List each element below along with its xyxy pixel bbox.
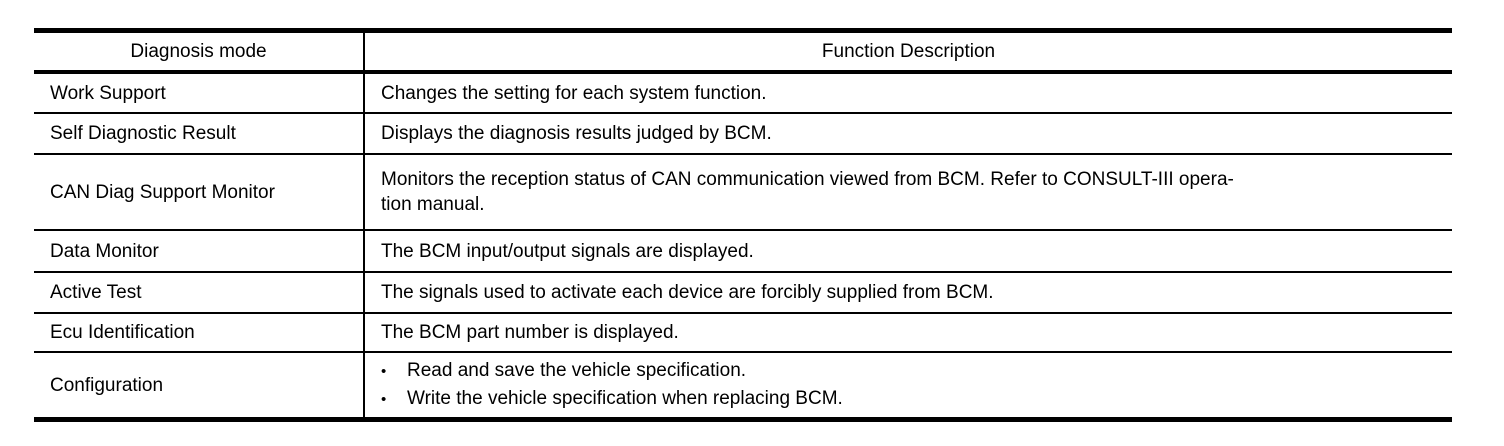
function-description-cell: The signals used to activate each device… (364, 272, 1452, 314)
function-description-cell: • Read and save the vehicle specificatio… (364, 352, 1452, 420)
function-description-cell: Changes the setting for each system func… (364, 72, 1452, 114)
bullet-item: • Write the vehicle specification when r… (381, 386, 1436, 412)
column-header-function-description: Function Description (364, 30, 1452, 74)
diagnosis-mode-cell: Work Support (34, 72, 365, 114)
column-header-diagnosis-mode: Diagnosis mode (34, 30, 365, 74)
diagnosis-mode-table: Diagnosis mode Function Description Work… (34, 28, 1452, 422)
table-row-can-diag-support-monitor: CAN Diag Support Monitor Monitors the re… (34, 154, 1452, 231)
bullet-list: • Read and save the vehicle specificatio… (381, 358, 1436, 412)
table-row-data-monitor: Data Monitor The BCM input/output signal… (34, 230, 1452, 273)
table-row-configuration: Configuration • Read and save the vehicl… (34, 352, 1452, 420)
table-row-self-diagnostic-result: Self Diagnostic Result Displays the diag… (34, 113, 1452, 155)
function-description-cell: The BCM input/output signals are display… (364, 230, 1452, 273)
diagnosis-mode-cell: Configuration (34, 352, 365, 420)
table-header-row: Diagnosis mode Function Description (34, 30, 1452, 74)
table-row-ecu-identification: Ecu Identification The BCM part number i… (34, 313, 1452, 353)
table-row-active-test: Active Test The signals used to activate… (34, 272, 1452, 314)
bullet-text: Read and save the vehicle specification. (407, 360, 747, 381)
function-description-cell: Displays the diagnosis results judged by… (364, 113, 1452, 155)
bullet-text: Write the vehicle specification when rep… (407, 388, 843, 409)
diagnosis-mode-cell: CAN Diag Support Monitor (34, 154, 365, 231)
bullet-icon: • (381, 391, 387, 408)
diagnosis-mode-cell: Ecu Identification (34, 313, 365, 353)
function-description-cell: The BCM part number is displayed. (364, 313, 1452, 353)
function-description-cell: Monitors the reception status of CAN com… (364, 154, 1452, 231)
diagnosis-mode-cell: Active Test (34, 272, 365, 314)
bullet-item: • Read and save the vehicle specificatio… (381, 358, 1436, 384)
table-row-work-support: Work Support Changes the setting for eac… (34, 72, 1452, 114)
diagnosis-mode-cell: Data Monitor (34, 230, 365, 273)
bullet-icon: • (381, 363, 387, 380)
diagnosis-mode-cell: Self Diagnostic Result (34, 113, 365, 155)
